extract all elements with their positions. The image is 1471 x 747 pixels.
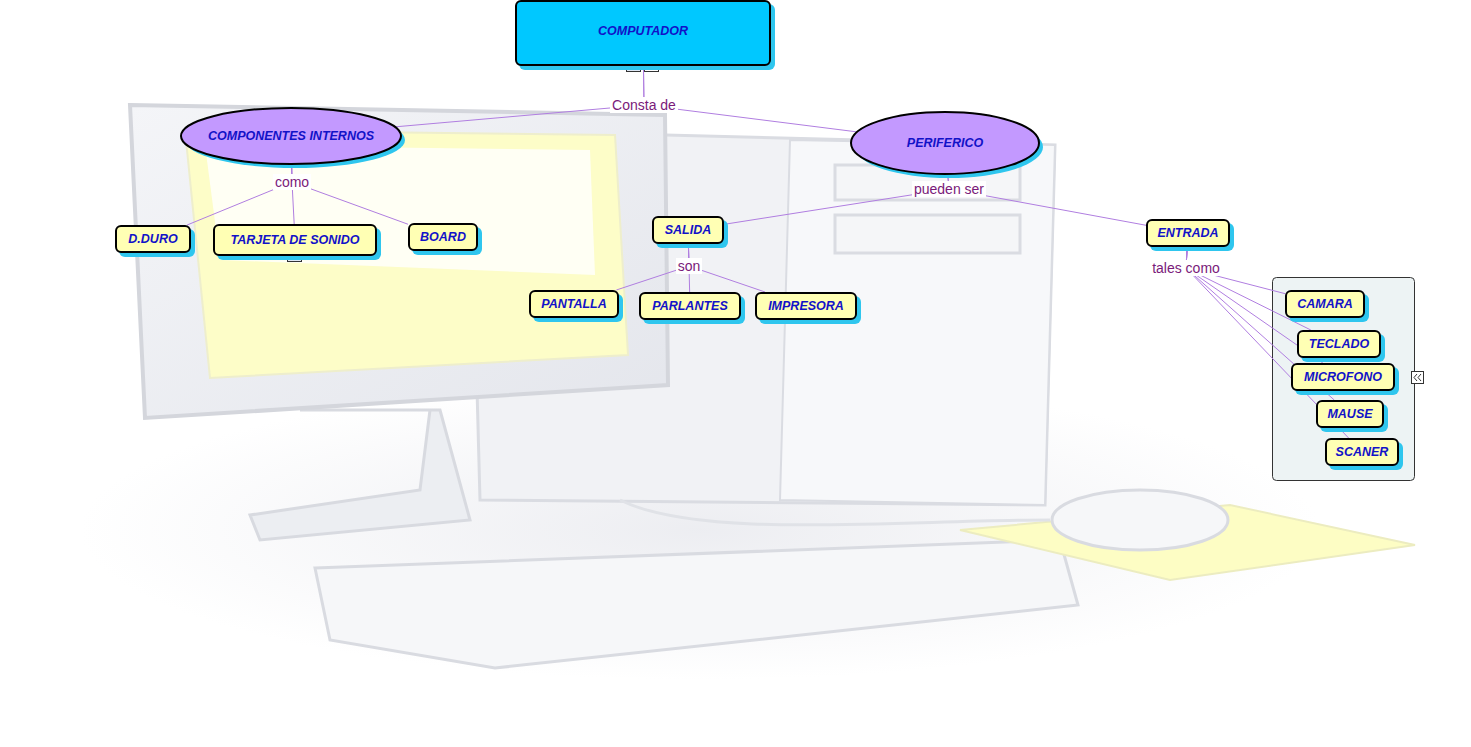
concept-box: SCANER	[1325, 438, 1400, 466]
concept-ellipse: COMPONENTES INTERNOS	[180, 107, 402, 165]
linking-phrase: tales como	[1150, 260, 1222, 276]
concept-text: COMPUTADOR	[598, 24, 688, 38]
link-line	[396, 66, 644, 127]
concept-box: D.DURO	[115, 225, 191, 253]
concept-text: PANTALLA	[541, 297, 607, 311]
concept-box: PARLANTES	[639, 292, 741, 320]
linking-phrase: son	[676, 258, 703, 274]
concept-box: PANTALLA	[529, 290, 619, 318]
concept-box: TECLADO	[1297, 330, 1381, 358]
concept-box: IMPRESORA	[755, 292, 857, 320]
concept-box: MAUSE	[1316, 400, 1383, 428]
concept-text: SCANER	[1336, 445, 1389, 459]
concept-box: MICROFONO	[1291, 363, 1395, 391]
concept-box: COMPUTADOR	[515, 0, 771, 66]
linking-phrase: como	[273, 174, 311, 190]
concept-text: PARLANTES	[652, 299, 727, 313]
concept-text: TARJETA DE SONIDO	[231, 233, 360, 247]
concept-box: SALIDA	[652, 216, 724, 244]
concept-text: IMPRESORA	[768, 299, 844, 313]
concept-text: MICROFONO	[1304, 370, 1382, 384]
concept-text: CAMARA	[1297, 297, 1353, 311]
concept-text: BOARD	[420, 230, 466, 244]
concept-text: PERIFERICO	[907, 136, 983, 150]
concept-box: TARJETA DE SONIDO	[213, 224, 377, 256]
concept-text: ENTRADA	[1157, 226, 1218, 240]
concept-box: ENTRADA	[1146, 219, 1230, 247]
linking-phrase: pueden ser	[912, 181, 986, 197]
concept-text: TECLADO	[1309, 337, 1369, 351]
concept-text: COMPONENTES INTERNOS	[208, 129, 374, 143]
linking-phrase: Consta de	[610, 97, 678, 113]
concept-text: D.DURO	[128, 232, 177, 246]
concept-text: SALIDA	[665, 223, 712, 237]
concept-ellipse: PERIFERICO	[850, 111, 1040, 175]
concept-box: CAMARA	[1285, 290, 1365, 318]
concept-box: BOARD	[408, 223, 478, 251]
concept-text: MAUSE	[1327, 407, 1372, 421]
